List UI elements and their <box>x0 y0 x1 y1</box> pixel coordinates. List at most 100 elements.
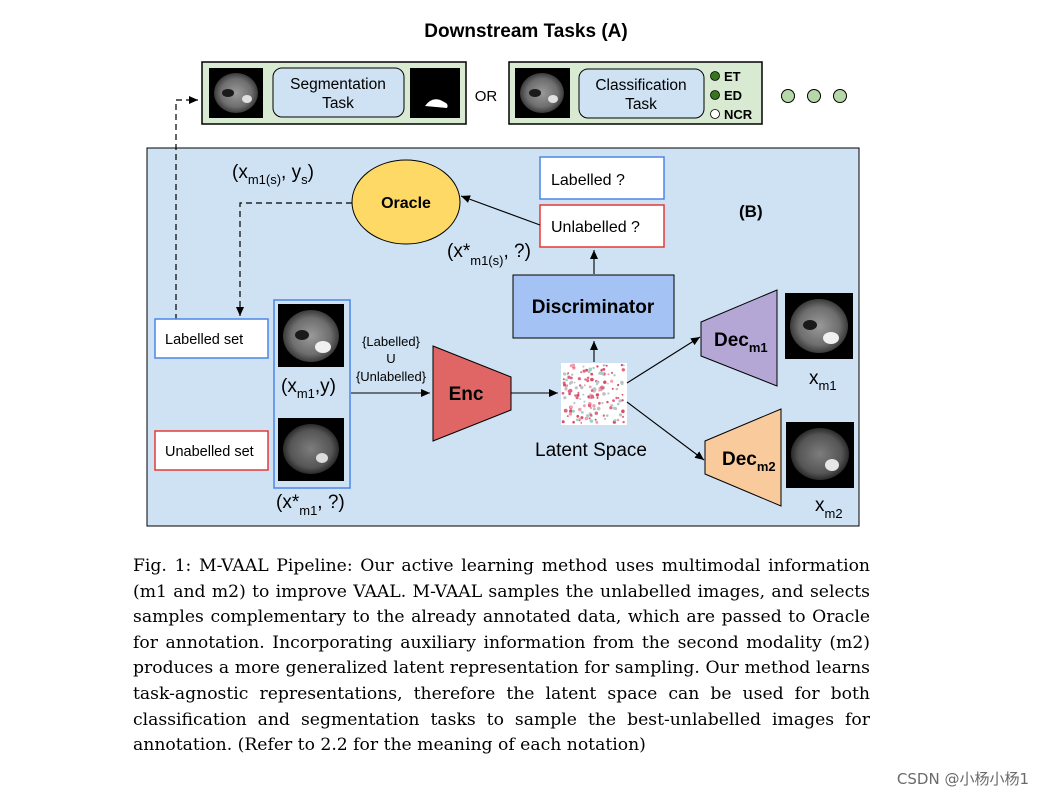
encoder-node <box>432 345 512 442</box>
reconstruction-m1-image <box>785 293 853 359</box>
latent-point <box>578 407 582 412</box>
latent-point <box>589 419 594 423</box>
latent-point <box>582 404 586 408</box>
latent-point <box>575 396 579 400</box>
latent-point <box>563 396 567 400</box>
unlabelled-pair-label: (x*m1, ?) <box>276 492 345 518</box>
ed-label: ED <box>724 88 742 103</box>
latent-point <box>601 401 604 405</box>
classification-task-box <box>578 68 705 119</box>
latent-point <box>592 404 596 408</box>
unlabelled-query-box <box>539 204 665 248</box>
xm2-label: xm2 <box>815 495 843 521</box>
latent-space-scatter <box>561 363 627 425</box>
watermark: CSDN @小杨小杨1 <box>896 770 1029 788</box>
latent-point <box>613 406 617 410</box>
latent-point <box>622 364 625 367</box>
latent-point <box>603 364 606 367</box>
latent-point <box>568 412 573 416</box>
feedback-dashed-arrow <box>175 96 198 320</box>
latent-point <box>595 393 600 397</box>
latent-point <box>568 392 571 396</box>
latent-point <box>607 392 610 395</box>
latent-point <box>616 402 620 406</box>
latent-point <box>580 422 583 424</box>
latent-point <box>587 403 592 408</box>
latent-point <box>589 406 593 410</box>
encoder-label: Enc <box>449 384 484 405</box>
latent-to-dec2-arrow <box>626 401 705 461</box>
decoder-m2-label: Decm2 <box>722 449 776 474</box>
latent-point <box>615 387 619 391</box>
latent-point <box>607 373 610 376</box>
segmentation-mask-image <box>410 68 460 118</box>
oracle-input-label: (xm1(s), ys) <box>232 162 314 187</box>
cls-brain-image <box>515 68 570 118</box>
latent-point <box>621 368 625 372</box>
latent-point <box>577 377 582 381</box>
latent-point <box>582 369 586 373</box>
oracle-output-label: (x*m1(s), ?) <box>447 241 531 268</box>
latent-point <box>576 393 580 397</box>
latent-point <box>602 368 606 371</box>
latent-point <box>621 393 624 396</box>
latent-point <box>578 417 582 421</box>
latent-point <box>602 414 605 417</box>
latent-point <box>605 414 609 417</box>
latent-point <box>570 376 573 380</box>
ellipsis-dot-1 <box>781 89 795 103</box>
classification-label-2: Task <box>625 96 657 113</box>
xm1-label: xm1 <box>809 368 837 393</box>
latent-point <box>576 414 580 418</box>
latent-point <box>600 369 603 372</box>
ncr-dot <box>710 109 720 119</box>
ellipsis-dot-3 <box>833 89 847 103</box>
latent-point <box>569 364 573 368</box>
latent-point <box>570 380 574 384</box>
unlabelled-set-label: Unabelled set <box>165 444 254 460</box>
latent-point <box>613 374 616 377</box>
latent-point <box>573 402 576 405</box>
latent-point <box>610 379 614 383</box>
latent-point <box>574 394 577 397</box>
latent-point <box>581 411 584 414</box>
latent-point <box>563 383 566 387</box>
latent-point <box>571 373 574 376</box>
latent-point <box>589 393 592 396</box>
oracle-node <box>351 159 461 245</box>
reconstruction-m2-image <box>786 422 854 488</box>
latent-point <box>606 400 609 404</box>
latent-point <box>586 414 590 418</box>
latent-point <box>610 371 614 374</box>
oracle-to-labelled-dashed <box>236 202 352 316</box>
input-column-box <box>273 299 351 489</box>
latent-point <box>592 366 595 370</box>
latent-point <box>615 396 618 400</box>
latent-point <box>590 377 594 382</box>
latent-to-dec1-arrow <box>626 336 701 384</box>
latent-point <box>584 378 587 381</box>
or-label: OR <box>475 88 498 105</box>
latent-point <box>609 406 613 410</box>
latent-point <box>572 420 575 424</box>
latent-point <box>596 406 601 411</box>
labelled-query-label: Labelled ? <box>551 172 625 189</box>
latent-point <box>598 401 601 405</box>
latent-point <box>603 380 607 384</box>
latent-point <box>586 379 590 383</box>
latent-point <box>583 384 586 387</box>
latent-point <box>617 397 620 399</box>
latent-point <box>563 408 568 413</box>
latent-point <box>582 365 585 368</box>
labelled-input-image <box>278 304 344 367</box>
segmentation-task-box <box>272 67 405 118</box>
latent-point <box>565 378 568 382</box>
latent-point <box>585 368 588 372</box>
latent-point <box>611 404 614 407</box>
oracle-label: Oracle <box>381 195 431 212</box>
latent-point <box>579 385 584 390</box>
latent-point <box>567 375 571 379</box>
latent-point <box>596 365 599 368</box>
latent-point <box>618 399 622 403</box>
latent-point <box>577 392 580 394</box>
